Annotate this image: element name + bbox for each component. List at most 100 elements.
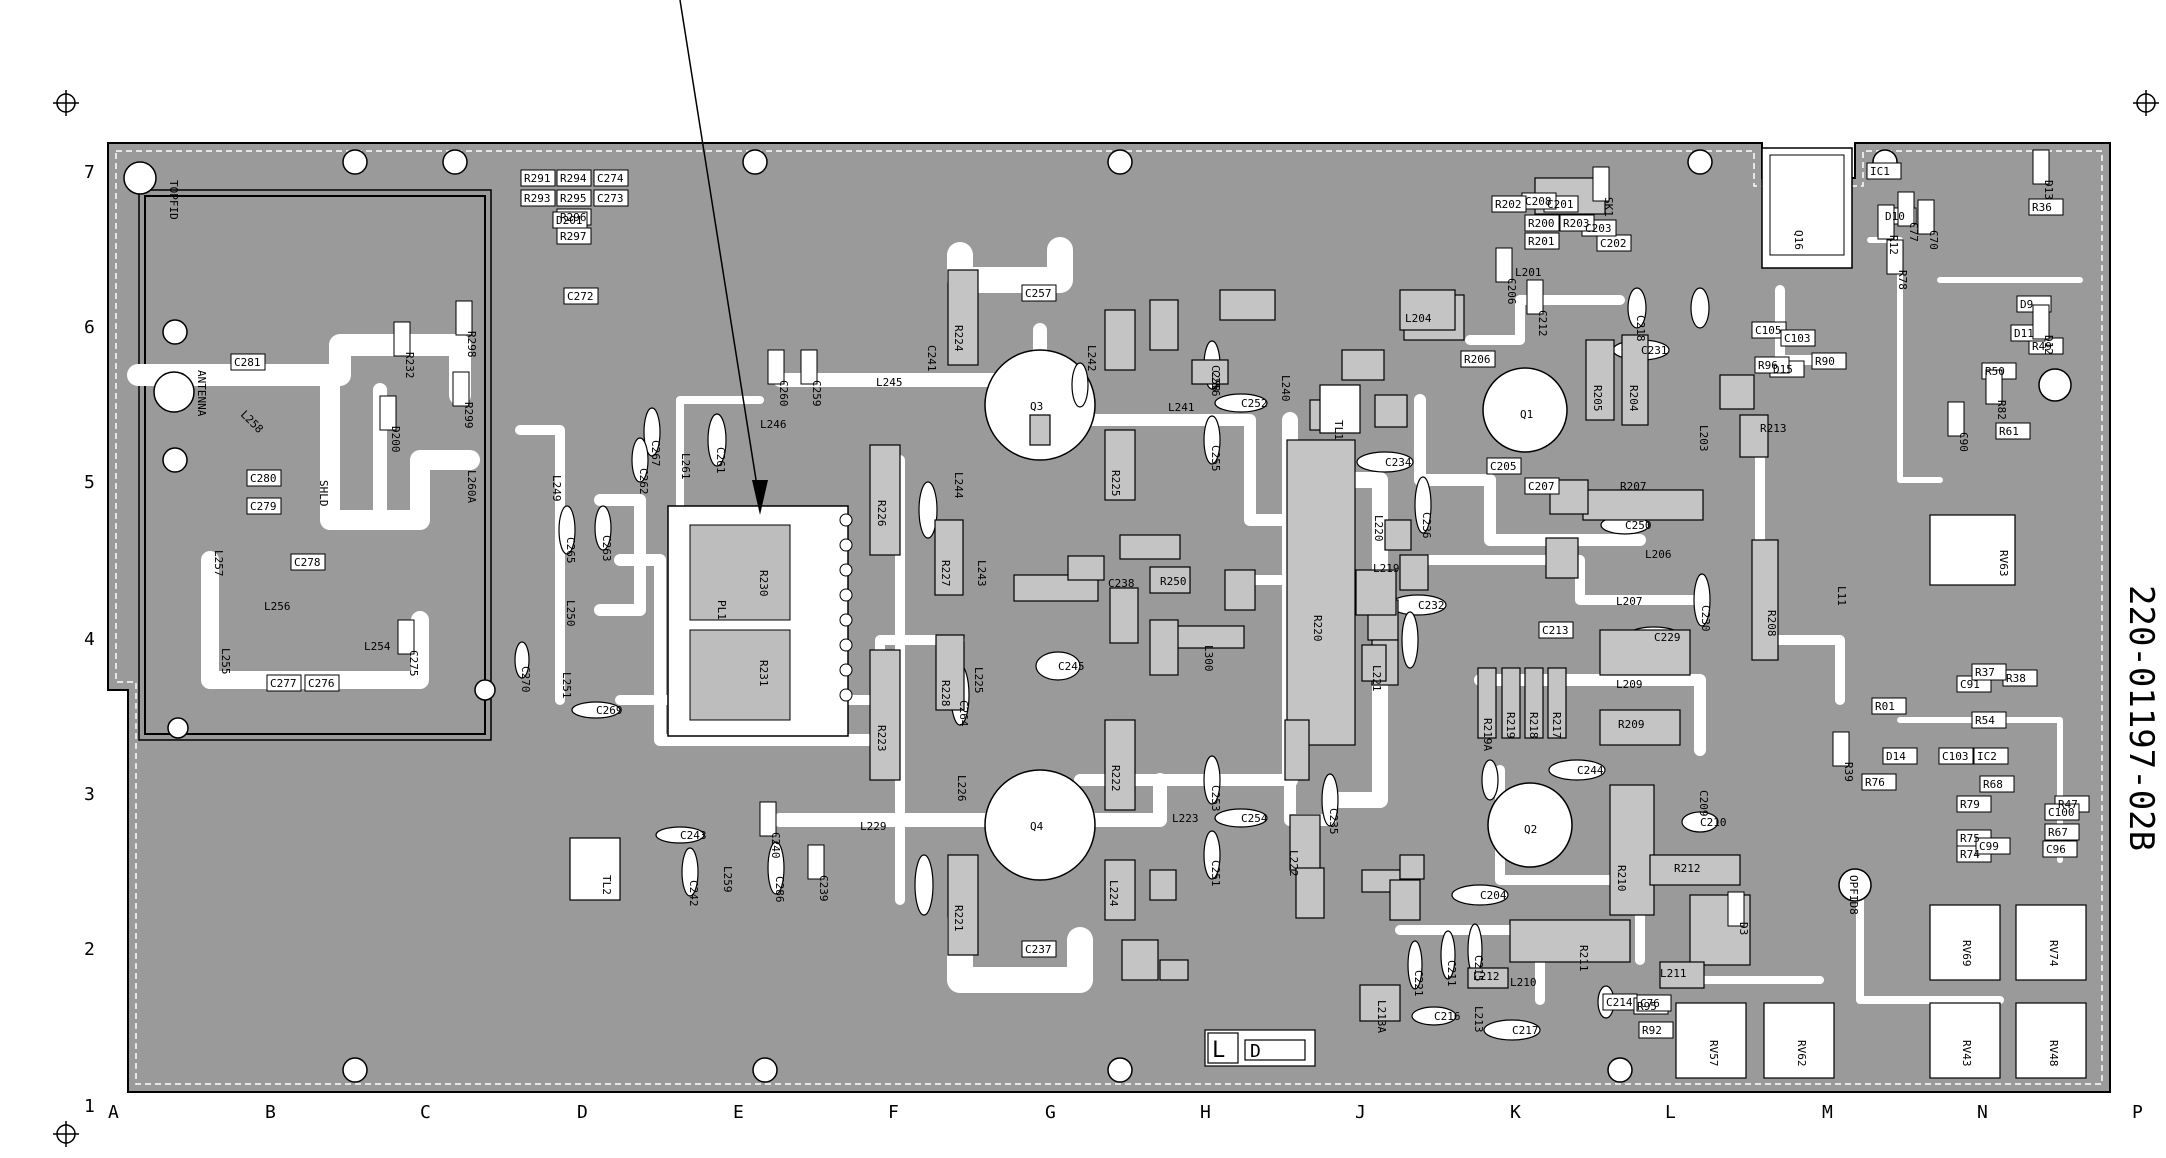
smd-pad: [1638, 1021, 1674, 1039]
component-label: L210: [1510, 976, 1537, 989]
component-label: R37: [1975, 666, 1995, 679]
smd-pad: [2044, 823, 2080, 841]
component-label: R219: [1504, 712, 1517, 739]
component-label: L229: [860, 820, 887, 833]
component-label: C208: [1525, 195, 1552, 208]
column-label: E: [733, 1102, 744, 1123]
relay-pl1: [667, 505, 853, 737]
component-label: L254: [364, 640, 391, 653]
component-label: R293: [524, 192, 551, 205]
row-label: 3: [84, 784, 95, 805]
column-label: N: [1977, 1102, 1988, 1123]
smd-pad: [1985, 369, 2003, 405]
component-label: D15: [1773, 363, 1793, 376]
component-label: C261: [714, 447, 727, 474]
component-label: C245: [1058, 660, 1085, 673]
component-label: R201: [1528, 235, 1555, 248]
component-label: R225: [1109, 470, 1122, 497]
component-label: L223: [1172, 812, 1199, 825]
column-label: D: [577, 1102, 588, 1123]
column-label: M: [1822, 1102, 1833, 1123]
component-label: Q1: [1520, 408, 1533, 421]
component-label: C105: [1755, 324, 1782, 337]
component-label: R232: [403, 352, 416, 379]
component-label: C103: [1942, 750, 1969, 763]
component-label: C209: [1697, 790, 1710, 817]
smd-pad: [1947, 401, 1965, 437]
component-label: L225: [972, 667, 985, 694]
component-label: C212: [1536, 310, 1549, 337]
smd-pad: [2042, 840, 2078, 858]
smd-pad: [1832, 731, 1850, 767]
smd-pad: [1882, 747, 1918, 765]
component-label: C215: [1472, 955, 1485, 982]
smd-pad: [800, 349, 818, 385]
component-label: L245: [876, 376, 903, 389]
component-label: C265: [564, 537, 577, 564]
component-label: R221: [952, 905, 965, 932]
component-label: C257: [1025, 287, 1052, 300]
component-label: L249: [550, 475, 563, 502]
component-label: R96: [1758, 359, 1778, 372]
smd-pad: [1524, 232, 1560, 250]
component-label: R210: [1615, 865, 1628, 892]
smd-pad: [230, 353, 266, 371]
layer-mark-d: D: [1250, 1041, 1261, 1062]
component-label: SK1: [1602, 197, 1615, 217]
component-label: D201: [556, 214, 583, 227]
component-label: D3: [1737, 922, 1750, 935]
mounting-holes: [123, 149, 2072, 1083]
component-label: C280: [250, 472, 277, 485]
component-label: RV57: [1707, 1040, 1720, 1067]
smd-pad: [452, 371, 470, 407]
component-label: C235: [1327, 808, 1340, 835]
preset-potentiometers: [1675, 514, 2087, 1079]
callout-arrow: [679, 0, 761, 506]
component-label: D12: [2042, 335, 2055, 355]
component-label: L260A: [465, 470, 478, 503]
column-label: J: [1355, 1102, 1366, 1123]
component-label: TL2: [600, 875, 613, 895]
component-label: RV74: [2047, 940, 2060, 967]
component-label: RV62: [1795, 1040, 1808, 1067]
component-label: R211: [1577, 945, 1590, 972]
component-label: L207: [1616, 595, 1643, 608]
smd-pad: [1886, 239, 1904, 275]
column-label: F: [888, 1102, 899, 1123]
row-label: 5: [84, 472, 95, 493]
component-label: C239: [817, 875, 830, 902]
component-label: R231: [757, 660, 770, 687]
smd-pad: [1971, 663, 2007, 681]
component-label: L11: [1835, 586, 1848, 606]
row-label: 2: [84, 939, 95, 960]
component-label: C242: [687, 880, 700, 907]
component-label: R01: [1875, 700, 1895, 713]
component-label: C96: [2046, 843, 2066, 856]
component-label: D13: [2042, 180, 2055, 200]
column-label: A: [108, 1102, 119, 1123]
component-label: D11: [2014, 327, 2034, 340]
component-label: C218: [1634, 315, 1647, 342]
part-number: 220-01197-02B: [2121, 585, 2161, 851]
component-label: C278: [294, 556, 321, 569]
smd-pad: [1486, 457, 1522, 475]
component-label: RV69: [1960, 940, 1973, 967]
smd-pad: [556, 189, 592, 207]
component-label: C232: [1418, 599, 1445, 612]
component-label: C270: [519, 666, 532, 693]
component-label: C272: [567, 290, 594, 303]
smd-pad: [2032, 304, 2050, 340]
component-label: R68: [1983, 778, 2003, 791]
component-label: C203: [1585, 222, 1612, 235]
board-outline: [107, 142, 2111, 1093]
component-label: C211: [1445, 960, 1458, 987]
component-label: C213: [1542, 624, 1569, 637]
smd-pad: [520, 189, 556, 207]
component-label: L222: [1287, 850, 1300, 877]
smd-pad: [1636, 994, 1672, 1012]
component-label: L212: [1473, 970, 1500, 983]
component-label: C263: [600, 535, 613, 562]
component-label: D10: [1885, 210, 1905, 223]
